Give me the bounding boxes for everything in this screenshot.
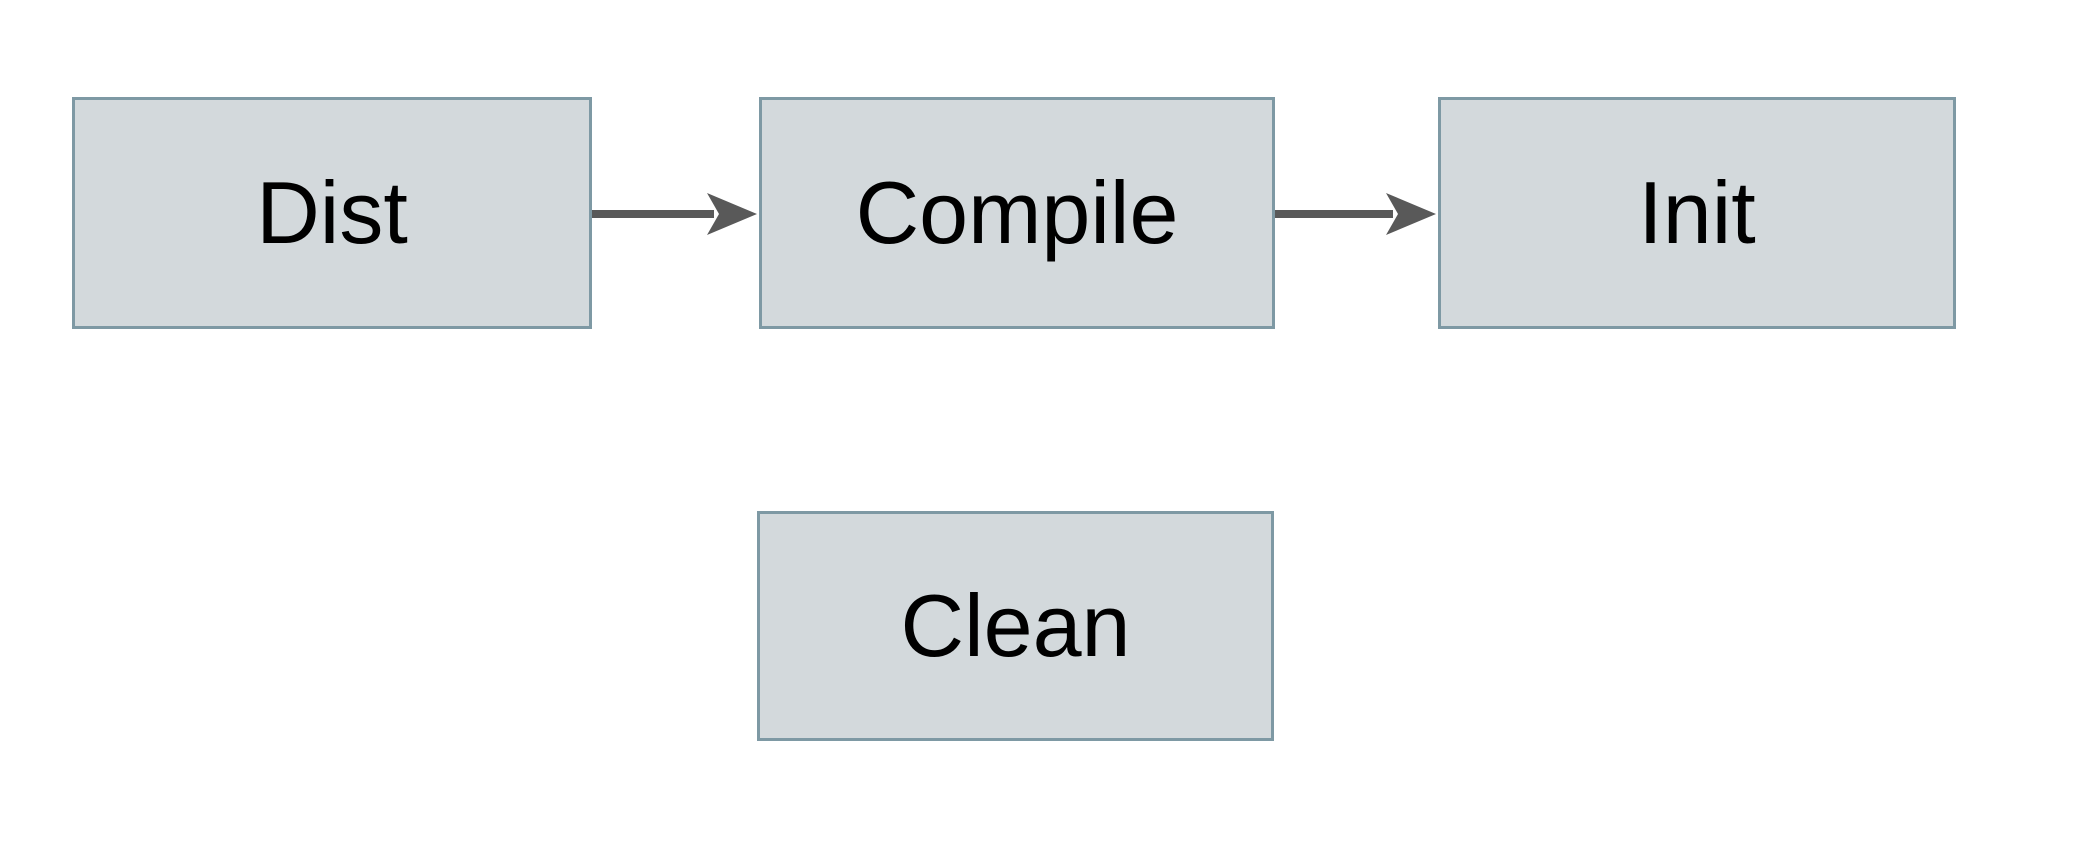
node-init-label: Init <box>1638 163 1756 262</box>
arrow-dist-to-compile <box>592 193 757 235</box>
node-clean[interactable]: Clean <box>757 511 1274 741</box>
node-dist[interactable]: Dist <box>72 97 592 329</box>
node-compile[interactable]: Compile <box>759 97 1275 329</box>
node-compile-label: Compile <box>855 163 1179 262</box>
node-clean-label: Clean <box>900 576 1131 675</box>
node-dist-label: Dist <box>256 163 408 262</box>
arrow-compile-to-init <box>1275 193 1436 235</box>
node-init[interactable]: Init <box>1438 97 1956 329</box>
